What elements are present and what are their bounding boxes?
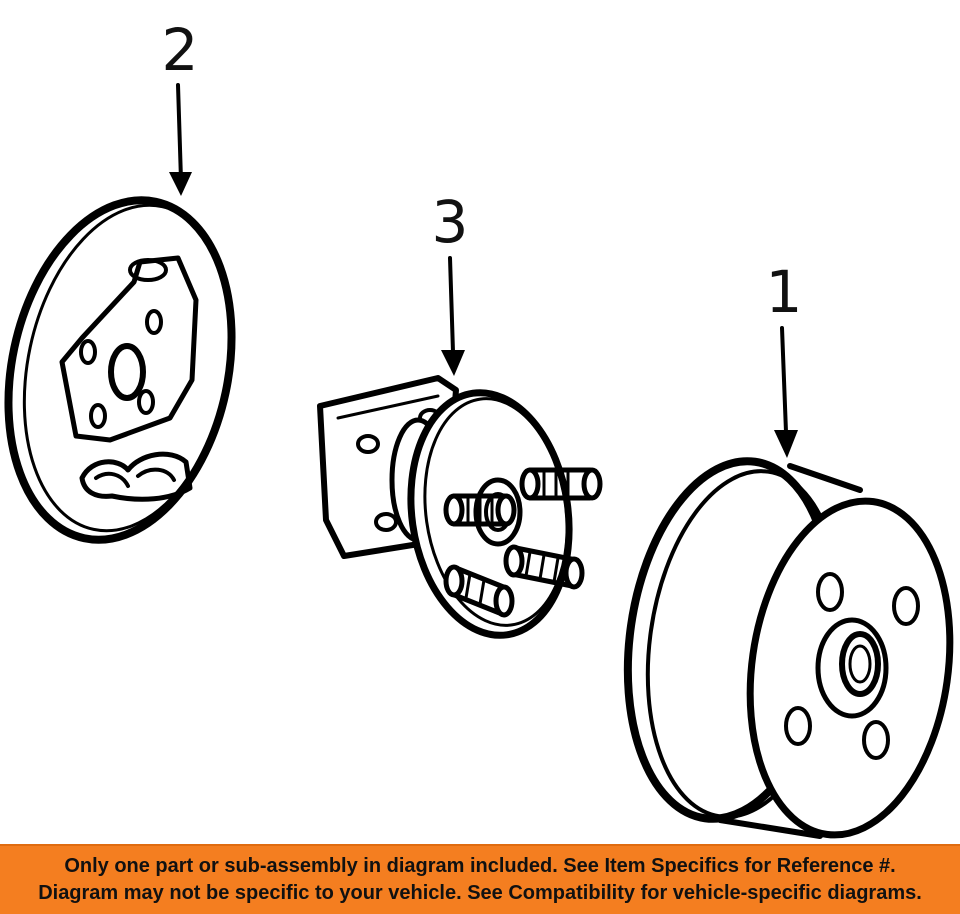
- parts-diagram: 2 3: [4, 16, 954, 839]
- callout-arrow-1: [774, 326, 798, 458]
- brake-drum: [623, 457, 954, 839]
- callout-number-2: 2: [162, 16, 199, 84]
- hub-bearing-assembly: [317, 375, 603, 639]
- disclaimer-line-2: Diagram may not be specific to your vehi…: [38, 882, 922, 904]
- callout-arrow-3: [441, 256, 465, 376]
- callout-number-3: 3: [432, 188, 469, 256]
- backing-plate: [4, 196, 236, 544]
- wheel-stud: [443, 493, 517, 527]
- wheel-stud: [519, 467, 603, 501]
- callout-number-1: 1: [766, 258, 803, 326]
- callout-arrow-2: [169, 83, 192, 196]
- disclaimer-banner: Only one part or sub-assembly in diagram…: [0, 844, 960, 914]
- disclaimer-line-1: Only one part or sub-assembly in diagram…: [64, 855, 896, 877]
- wheel-stud: [443, 564, 515, 618]
- wheel-stud: [503, 544, 585, 590]
